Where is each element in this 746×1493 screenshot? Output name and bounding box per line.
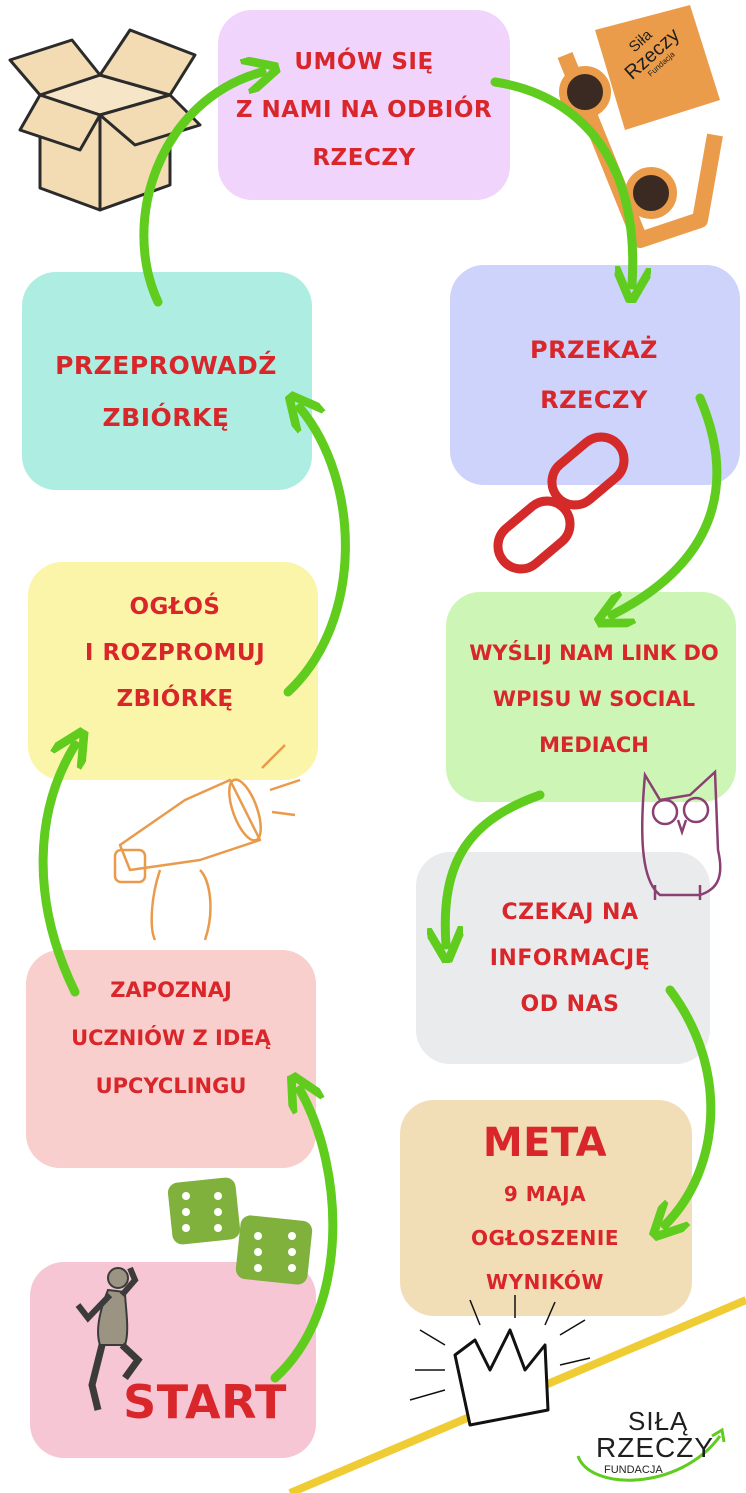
step-meta-line2: OGŁOSZENIE <box>471 1226 619 1250</box>
step-wyslij-text: WYŚLIJ NAM LINK DO WPISU W SOCIAL MEDIAC… <box>446 630 742 768</box>
runner-icon <box>75 1266 143 1411</box>
step-meta-text: 9 MAJA OGŁOSZENIE WYNIKÓW <box>430 1172 660 1304</box>
card-przeprowadz <box>22 272 312 490</box>
step-zapoznaj-line1: ZAPOZNAJ <box>110 978 232 1002</box>
arrow-start-to-zapoznaj <box>270 1090 338 1383</box>
step-oglos-text: OGŁOŚ I ROZPROMUJ ZBIÓRKĘ <box>50 584 300 722</box>
step-oglos-line1: OGŁOŚ <box>129 594 221 620</box>
card-przekaz <box>450 265 740 485</box>
megaphone-icon <box>113 744 301 941</box>
arrow-umow-to-przekaz <box>490 77 633 285</box>
step-czekaj-line3: OD NAS <box>520 992 620 1017</box>
step-meta-line3: WYNIKÓW <box>486 1270 604 1294</box>
step-umow-text: UMÓW SIĘ Z NAMI NA ODBIÓR RZECZY <box>228 38 500 182</box>
step-przeprowadz-line2: ZBIÓRKĘ <box>102 403 230 432</box>
logo-line2: RZECZY <box>596 1432 714 1463</box>
arrow-przekaz-to-wyslij <box>612 393 722 615</box>
step-start-text: START <box>123 1375 287 1429</box>
arrow-zapoznaj-to-oglos <box>38 745 75 997</box>
logo-line1: SIŁĄ <box>628 1406 689 1436</box>
step-oglos-line2: I ROZPROMUJ <box>84 640 266 666</box>
step-zapoznaj-line3: UPCYCLINGU <box>95 1074 247 1098</box>
step-meta-line1: 9 MAJA <box>503 1182 587 1206</box>
step-umow-line2: Z NAMI NA ODBIÓR <box>235 97 493 123</box>
arrow-czekaj-to-meta <box>665 985 716 1225</box>
step-umow-line1: UMÓW SIĘ <box>294 49 434 75</box>
step-czekaj-line1: CZEKAJ NA <box>501 900 639 925</box>
logo-line3: FUNDACJA <box>604 1464 663 1476</box>
step-meta-title: META <box>482 1120 608 1166</box>
card-meta <box>400 1100 692 1316</box>
step-umow-line3: RZECZY <box>312 145 416 171</box>
step-przekaz-text: PRZEKAŻ RZECZY <box>458 325 730 425</box>
chain-link-icon <box>493 432 629 574</box>
logo-swoosh-icon <box>576 1427 726 1482</box>
step-oglos-line3: ZBIÓRKĘ <box>116 686 234 712</box>
step-zapoznaj-line2: UCZNIÓW Z IDEĄ <box>71 1026 271 1050</box>
step-przekaz-line2: RZECZY <box>540 386 648 414</box>
step-zapoznaj-text: ZAPOZNAJ UCZNIÓW Z IDEĄ UPCYCLINGU <box>26 966 316 1110</box>
card-umow <box>218 10 510 200</box>
arrow-wyslij-to-czekaj <box>445 790 545 945</box>
owl-icon <box>640 769 722 900</box>
step-czekaj-line2: INFORMACJĘ <box>489 946 651 971</box>
step-wyslij-line2: WPISU W SOCIAL <box>492 687 696 711</box>
step-wyslij-line1: WYŚLIJ NAM LINK DO <box>469 641 719 665</box>
dice-icon <box>167 1177 313 1285</box>
crown-icon <box>409 1295 591 1427</box>
step-czekaj-text: CZEKAJ NA INFORMACJĘ OD NAS <box>440 890 700 1028</box>
arrow-przeprowadz-to-umow <box>139 72 262 307</box>
step-przeprowadz-text: PRZEPROWADŹ ZBIÓRKĘ <box>30 340 302 444</box>
card-start <box>30 1262 316 1458</box>
step-przekaz-line1: PRZEKAŻ <box>530 336 658 364</box>
arrow-oglos-to-przeprowadz <box>283 408 350 697</box>
card-wyslij <box>446 592 736 802</box>
fundacja-logo: SIŁĄ RZECZY FUNDACJA <box>570 1406 740 1486</box>
step-wyslij-line3: MEDIACH <box>539 733 649 757</box>
step-przeprowadz-line1: PRZEPROWADŹ <box>55 351 277 380</box>
